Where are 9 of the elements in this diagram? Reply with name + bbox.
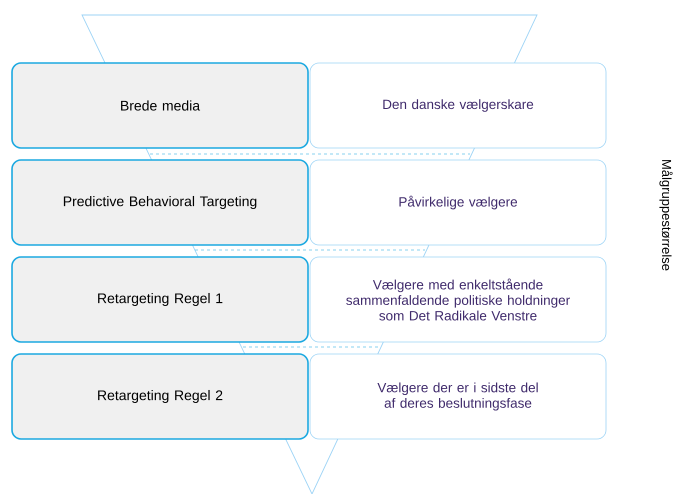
method-box: Predictive Behavioral Targeting bbox=[11, 159, 309, 246]
axis-label: Målgruppestørrelse bbox=[659, 160, 673, 270]
target-group-box: Den danske vælgerskare bbox=[310, 62, 606, 148]
method-box: Retargeting Regel 1 bbox=[11, 256, 309, 343]
target-group-box: Vælgere med enkeltstående sammenfaldende politiske holdninger som Det Radikale Venstre bbox=[310, 256, 606, 342]
target-group-box: Vælgere der er i sidste del af deres beslutningsfase bbox=[310, 354, 606, 440]
method-box: Brede media bbox=[11, 62, 309, 149]
method-box: Retargeting Regel 2 bbox=[11, 353, 309, 440]
target-group-box: Påvirkelige vælgere bbox=[310, 160, 606, 246]
